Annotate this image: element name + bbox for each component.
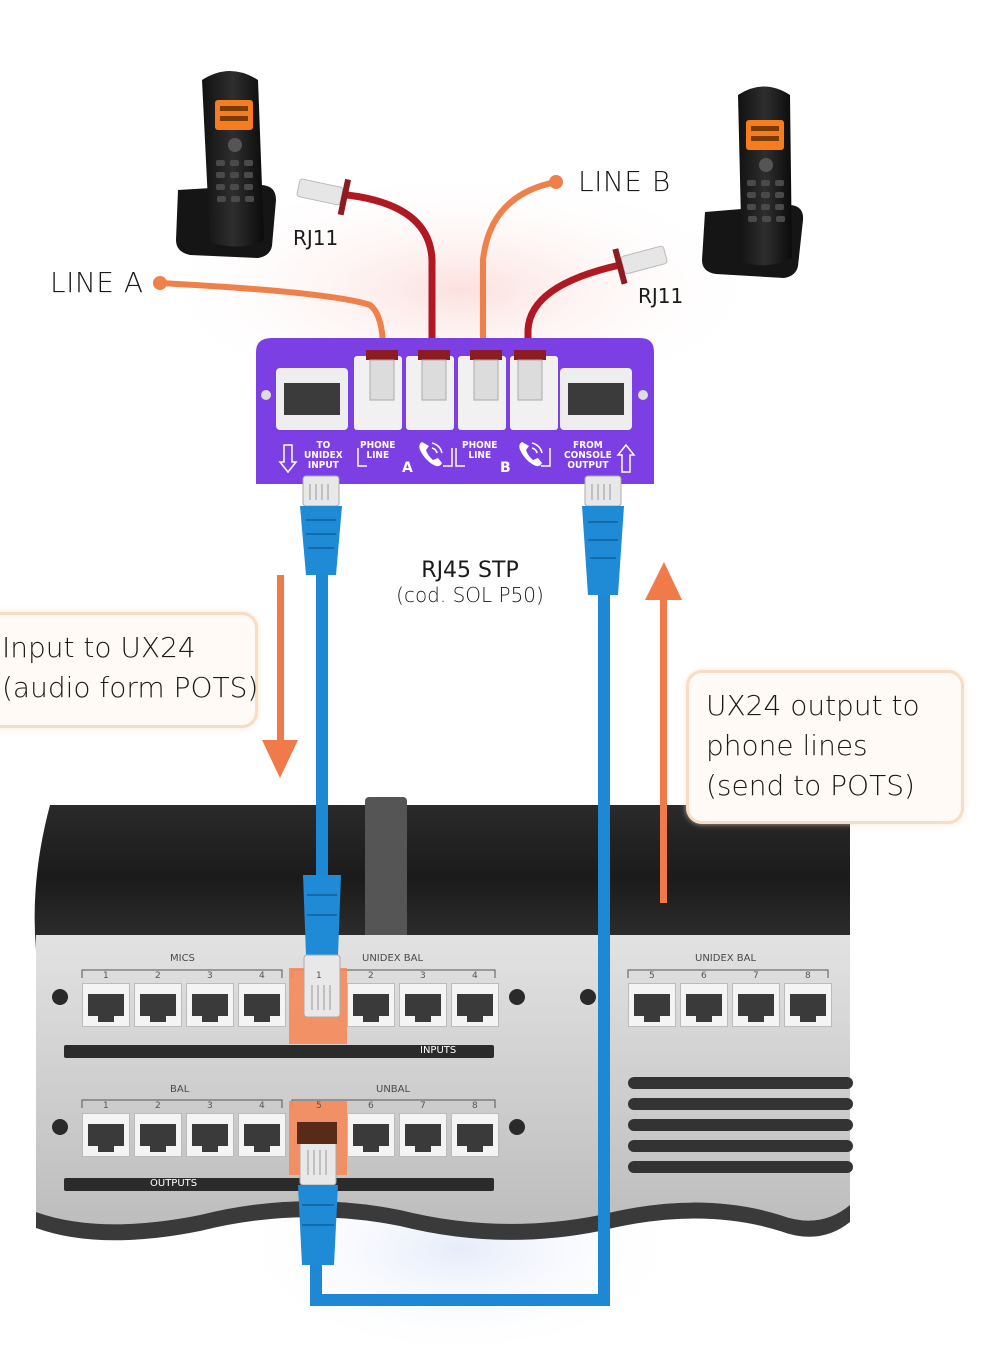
port-number: 3: [420, 971, 426, 981]
mics-port: [82, 983, 130, 1027]
input-callout-line: Input to UX24: [2, 631, 196, 664]
port-number: 3: [207, 1101, 213, 1111]
port-number: 6: [701, 971, 707, 981]
port-number: 5: [316, 1101, 322, 1111]
port-number: 1: [316, 971, 322, 981]
input-callout-text: Input to UX24 (audio form POTS): [2, 628, 258, 708]
unidex-bal-port: [680, 983, 728, 1027]
port-number: 7: [753, 971, 759, 981]
unidex-bal-port: [628, 983, 676, 1027]
bal-output-port: [186, 1113, 234, 1157]
port-number: 4: [472, 971, 478, 981]
rj45-code: (cod. SOL P50): [396, 583, 544, 607]
phone-icon: [419, 442, 443, 467]
line-b-label: LINE B: [578, 165, 671, 198]
cordless-phone-left: [176, 71, 276, 258]
rj45-caption: RJ45 STP (cod. SOL P50): [386, 558, 554, 607]
unidex-bal-port: [399, 983, 447, 1027]
unbal-output-port: [399, 1113, 447, 1157]
phone-icon: [519, 442, 543, 467]
port-number: 7: [420, 1101, 426, 1111]
unbal-output-port: [451, 1113, 499, 1157]
unidex-bal-port: [347, 983, 395, 1027]
console-label-unidex-bal-2: UNIDEX BAL: [695, 953, 757, 964]
cordless-phone-right: [702, 86, 804, 278]
port-number: 2: [368, 971, 374, 981]
console-label-bal: BAL: [170, 1084, 190, 1095]
unbal-output-port: [347, 1113, 395, 1157]
console-label-inputs: INPUTS: [420, 1045, 457, 1056]
port-number: 4: [259, 971, 265, 981]
port-number: 8: [805, 971, 811, 981]
output-callout-line: UX24 output to: [706, 689, 920, 722]
mics-port: [134, 983, 182, 1027]
panel-label-phone-line-b: PHONE LINE: [462, 440, 498, 461]
unbal-output-port-used: [297, 1122, 337, 1144]
bal-output-port: [134, 1113, 182, 1157]
panel-letter-a: A: [402, 460, 413, 476]
output-callout-line: (send to POTS): [706, 769, 915, 802]
bal-output-port: [82, 1113, 130, 1157]
port-number: 2: [155, 1101, 161, 1111]
output-callout-line: phone lines: [706, 729, 868, 762]
rj11-label-left: RJ11: [293, 226, 339, 250]
rj45-title: RJ45 STP: [421, 558, 519, 583]
input-callout-line: (audio form POTS): [2, 671, 259, 704]
panel-label-phone-line-a: PHONE LINE: [360, 440, 396, 461]
port-number: 1: [103, 971, 109, 981]
output-callout-text: UX24 output to phone lines (send to POTS…: [706, 686, 920, 806]
arrow-down: [262, 575, 298, 778]
unidex-bal-port: [451, 983, 499, 1027]
phone-interface-panel: [256, 338, 654, 484]
console-label-mics: MICS: [170, 953, 195, 964]
panel-label-to-unidex: TO UNIDEX INPUT: [304, 440, 343, 471]
port-number: 5: [649, 971, 655, 981]
port-number: 1: [103, 1101, 109, 1111]
port-number: 2: [155, 971, 161, 981]
port-number: 8: [472, 1101, 478, 1111]
line-a-label: LINE A: [50, 266, 144, 299]
rj45-plug-left: [300, 475, 342, 575]
port-number: 6: [368, 1101, 374, 1111]
rj11-label-right: RJ11: [638, 284, 684, 308]
unidex-bal-port: [784, 983, 832, 1027]
rj11-plug-right: [612, 245, 668, 285]
console-label-unbal: UNBAL: [376, 1084, 411, 1095]
panel-label-from-console: FROM CONSOLE OUTPUT: [564, 440, 612, 471]
mics-port: [238, 983, 286, 1027]
panel-letter-b: B: [500, 460, 511, 476]
rj45-plug-right: [582, 475, 624, 595]
unidex-bal-port: [732, 983, 780, 1027]
rj45-plug-console-input: [303, 875, 341, 1018]
arrow-up: [645, 562, 682, 903]
bal-output-port: [238, 1113, 286, 1157]
rj45-plug-console-output: [298, 1139, 338, 1265]
port-number: 4: [259, 1101, 265, 1111]
console-label-outputs: OUTPUTS: [150, 1178, 198, 1189]
input-callout: [0, 612, 258, 728]
port-number: 3: [207, 971, 213, 981]
console-label-unidex-bal: UNIDEX BAL: [362, 953, 424, 964]
rj11-plug-left: [296, 178, 352, 216]
output-callout: [686, 670, 964, 824]
mics-port: [186, 983, 234, 1027]
